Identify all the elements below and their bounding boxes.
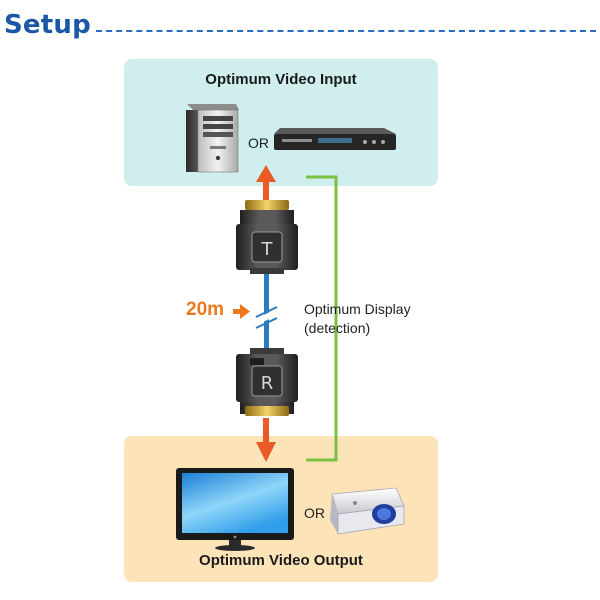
detection-label-line2: (detection): [304, 320, 371, 336]
transmitter-letter: T: [261, 239, 274, 260]
signal-arrow-up: [256, 165, 276, 202]
video-input-panel: [124, 59, 438, 186]
input-panel-title: Optimum Video Input: [205, 71, 357, 88]
dvi-receiver-icon: R: [236, 348, 298, 416]
title-dashed-rule: [96, 30, 596, 32]
detection-label-line1: Optimum Display: [304, 301, 411, 317]
cable-line: [254, 274, 279, 354]
length-pointer-arrow: [233, 304, 250, 319]
page-title: Setup: [4, 10, 91, 40]
cable-length-label: 20m: [186, 299, 225, 320]
dvd-player-icon: [274, 128, 396, 150]
output-panel-title: Optimum Video Output: [199, 552, 363, 569]
projector-icon: [330, 487, 405, 535]
lcd-monitor-icon: [176, 468, 294, 551]
input-or-label: OR: [248, 135, 269, 151]
dvi-transmitter-icon: T: [236, 200, 298, 274]
pc-tower-icon: [186, 104, 239, 173]
output-or-label: OR: [304, 505, 325, 521]
detection-line: [306, 175, 338, 462]
receiver-letter: R: [261, 373, 274, 394]
signal-arrow-down: [256, 418, 276, 462]
detection-label: Optimum Display (detection): [304, 300, 411, 338]
